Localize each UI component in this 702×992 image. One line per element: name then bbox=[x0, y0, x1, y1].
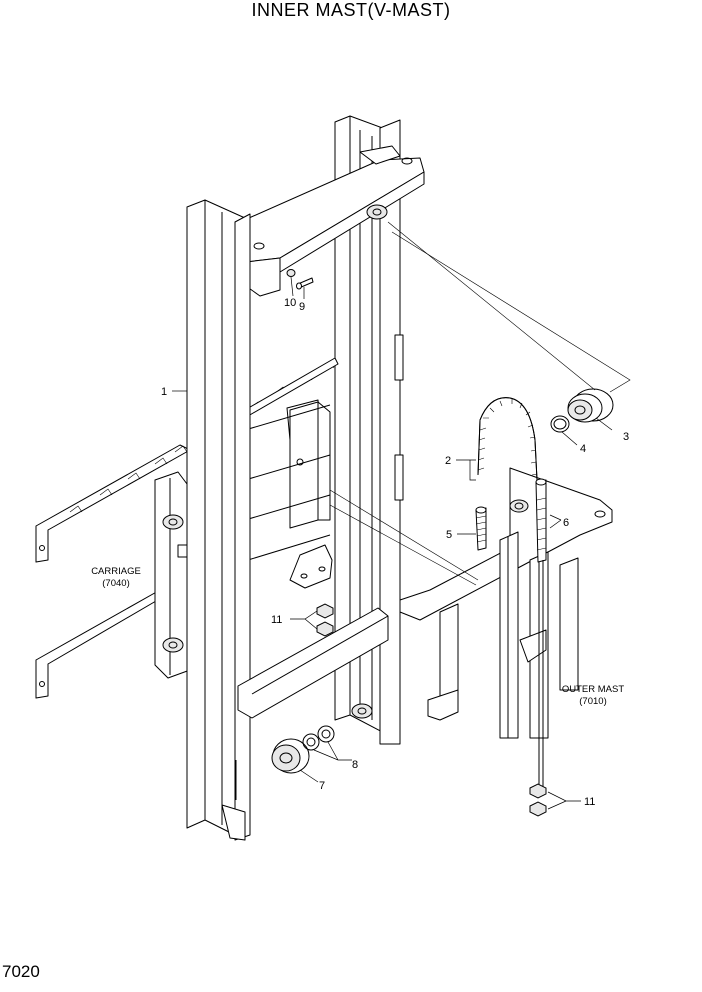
callout-11-right: 11 bbox=[584, 796, 595, 808]
lift-chain bbox=[477, 397, 538, 481]
bolt-and-washer bbox=[286, 269, 314, 290]
callout-4: 4 bbox=[580, 443, 586, 455]
chain-anchor-bolt-long bbox=[535, 478, 547, 790]
callout-5: 5 bbox=[446, 529, 452, 541]
callout-1: 1 bbox=[161, 386, 167, 398]
callout-6: 6 bbox=[563, 517, 569, 529]
chain-anchor-bolt bbox=[475, 506, 487, 551]
sheave-pulley bbox=[550, 388, 614, 433]
lower-tie-bar bbox=[237, 607, 389, 719]
chain-bracket bbox=[244, 399, 333, 589]
outer-mast-label: OUTER MAST bbox=[562, 684, 624, 695]
callout-3: 3 bbox=[623, 431, 629, 443]
inner-mast-front-rail bbox=[186, 199, 251, 841]
inner-mast-back-rail bbox=[334, 115, 404, 745]
assembly-lines bbox=[329, 221, 631, 586]
callout-11-center: 11 bbox=[271, 614, 282, 626]
callout-8: 8 bbox=[352, 759, 358, 771]
callout-7: 7 bbox=[319, 780, 325, 792]
nut-pair-right bbox=[529, 783, 547, 817]
diagram-title: INNER MAST(V-MAST) bbox=[251, 0, 451, 20]
carriage-label: CARRIAGE bbox=[91, 566, 141, 577]
side-roller bbox=[271, 725, 335, 774]
leader-lines bbox=[172, 276, 613, 810]
page-code: 7020 bbox=[2, 962, 40, 981]
outer-mast-ref-code: (7010) bbox=[579, 696, 606, 707]
callout-9: 9 bbox=[299, 301, 305, 313]
nut-pair-center bbox=[316, 603, 334, 637]
callout-10: 10 bbox=[284, 297, 296, 309]
top-cross-member bbox=[239, 145, 425, 297]
callout-2: 2 bbox=[445, 455, 451, 467]
carriage-ref-code: (7040) bbox=[102, 578, 129, 589]
